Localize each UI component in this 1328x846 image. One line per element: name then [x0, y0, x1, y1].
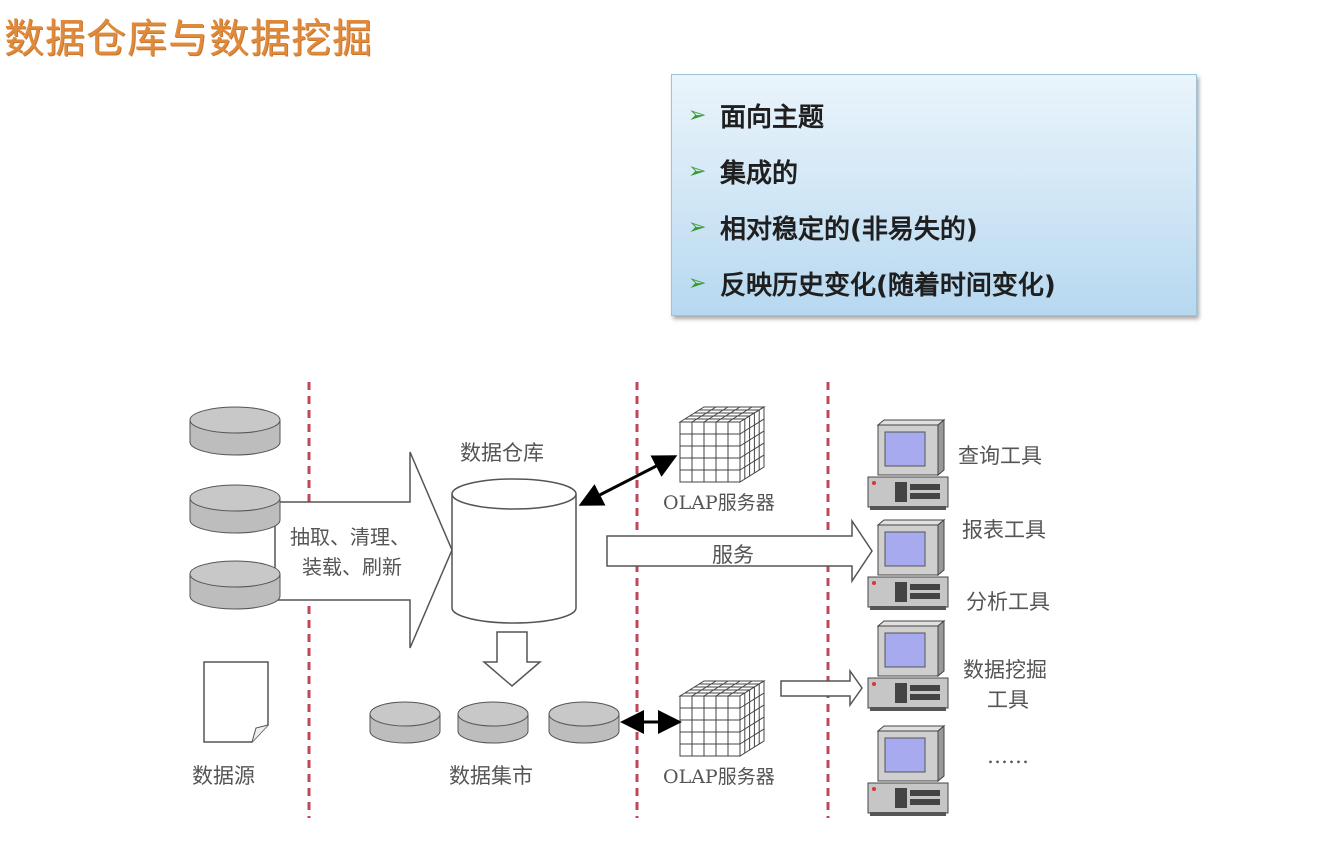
source-database-icon — [189, 560, 281, 610]
tool-label: 分析工具 — [966, 590, 1050, 614]
feature-text: 集成的 — [720, 159, 799, 189]
olap-cube-icon — [678, 680, 766, 757]
feature-item: ➢ 集成的 — [688, 153, 798, 190]
datamart-database-icon — [457, 701, 529, 744]
bidirectional-arrow — [578, 455, 678, 506]
small-arrow — [780, 668, 863, 708]
data-warehouse-icon — [451, 478, 577, 624]
olap-server-label: OLAP服务器 — [663, 766, 775, 788]
source-database-icon — [189, 406, 281, 456]
feature-item: ➢ 面向主题 — [688, 97, 824, 134]
computer-icon — [867, 619, 949, 711]
olap-cube-icon — [678, 406, 766, 483]
feature-item: ➢ 反映历史变化(随着时间变化) — [688, 265, 1056, 302]
datamart-label: 数据集市 — [449, 764, 533, 788]
feature-text: 面向主题 — [720, 103, 825, 133]
source-database-icon — [189, 484, 281, 534]
green-arrow-bullet-icon: ➢ — [688, 215, 707, 240]
olap-server-label: OLAP服务器 — [663, 492, 775, 514]
service-label: 服务 — [712, 543, 754, 567]
datamart-database-icon — [369, 701, 441, 744]
datamart-database-icon — [548, 701, 620, 744]
page-title: 数据仓库与数据挖掘 — [4, 16, 373, 62]
computer-icon — [867, 724, 949, 816]
green-arrow-bullet-icon: ➢ — [688, 271, 707, 296]
warehouse-label: 数据仓库 — [460, 441, 544, 465]
etl-label: 装载、刷新 — [302, 555, 402, 579]
feature-text: 相对稳定的(非易失的) — [720, 215, 978, 245]
computer-icon — [867, 518, 949, 610]
service-arrow — [606, 518, 873, 584]
tool-label: 报表工具 — [962, 518, 1046, 542]
tool-label: …… — [987, 744, 1029, 768]
tool-label: 工具 — [987, 688, 1029, 712]
feature-item: ➢ 相对稳定的(非易失的) — [688, 209, 978, 246]
tool-label: 数据挖掘 — [963, 658, 1047, 682]
feature-text: 反映历史变化(随着时间变化) — [720, 271, 1056, 301]
green-arrow-bullet-icon: ➢ — [688, 159, 707, 184]
features-box: ➢ 面向主题 ➢ 集成的 ➢ 相对稳定的(非易失的) ➢ 反映历史变化(随着时间… — [671, 74, 1197, 316]
computer-icon — [867, 418, 949, 510]
etl-label: 抽取、清理、 — [290, 525, 410, 549]
green-arrow-bullet-icon: ➢ — [688, 103, 707, 128]
tool-label: 查询工具 — [958, 444, 1042, 468]
etl-arrow — [274, 451, 453, 649]
data-source-label: 数据源 — [192, 764, 255, 788]
down-arrow — [481, 631, 543, 687]
